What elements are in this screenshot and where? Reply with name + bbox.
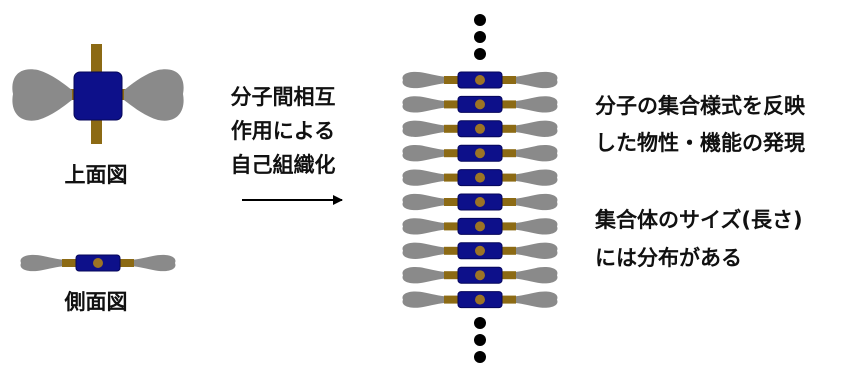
side-view-left-lobe: [20, 254, 68, 272]
properties-line-2: した物性・機能の発現: [595, 131, 805, 155]
top-view-core: [73, 71, 123, 121]
stack-ellipsis-bottom-dot-1: [474, 317, 486, 329]
stack-9-left-lobe: [402, 267, 450, 284]
stack-ellipsis-top-dot-3: [474, 48, 486, 60]
stack-10-right-lobe: [510, 291, 558, 308]
top-view-molecule: [12, 44, 184, 144]
stack-7-left-lobe: [402, 218, 450, 235]
stack-6-right-lobe: [510, 193, 558, 211]
stack-3-molecule: [402, 120, 558, 138]
stack-3-left-lobe: [402, 120, 450, 137]
stack-5-molecule: [402, 169, 558, 187]
side-view-right-lobe: [128, 254, 176, 272]
stack-ellipsis-top-dot-1: [474, 14, 486, 26]
stack-1-molecule: [402, 71, 558, 89]
side-view-molecule: [20, 254, 176, 272]
top-view-left-lobe: [12, 69, 72, 121]
stack-2-left-lobe: [402, 96, 450, 113]
stack-1-center-dot: [475, 75, 485, 85]
stack-10-molecule: [402, 291, 558, 309]
stack-ellipsis-bottom-dot-2: [474, 334, 486, 346]
stack-1-right-lobe: [510, 71, 558, 89]
stack-3-center-dot: [475, 123, 485, 134]
stack-2-center-dot: [475, 99, 485, 110]
stack-9-molecule: [402, 266, 558, 284]
molecular-stack: [402, 14, 558, 363]
distribution-line-1: 集合体のサイズ(長さ): [594, 208, 803, 232]
stack-5-center-dot: [475, 172, 485, 183]
stack-4-left-lobe: [402, 145, 450, 162]
stack-7-molecule: [402, 217, 558, 235]
stack-8-left-lobe: [402, 242, 450, 259]
stack-6-center-dot: [475, 197, 485, 207]
stack-3-right-lobe: [510, 120, 558, 137]
properties-line-1: 分子の集合様式を反映: [595, 94, 806, 118]
side-view-center-dot: [93, 258, 103, 268]
stack-1-left-lobe: [402, 71, 450, 89]
stack-2-molecule: [402, 95, 558, 113]
stack-10-center-dot: [475, 294, 485, 305]
top-view-right-lobe: [124, 69, 184, 121]
stack-9-center-dot: [475, 270, 485, 281]
stack-7-right-lobe: [510, 218, 558, 235]
stack-9-right-lobe: [510, 267, 558, 284]
process-line-3: 自己組織化: [231, 153, 336, 177]
side-view-label: 側面図: [64, 290, 128, 314]
stack-2-right-lobe: [510, 96, 558, 113]
top-view-label: 上面図: [65, 163, 128, 187]
stack-8-molecule: [402, 242, 558, 260]
stack-6-left-lobe: [402, 193, 450, 211]
stack-5-left-lobe: [402, 169, 450, 186]
stack-ellipsis-bottom-dot-3: [474, 351, 486, 363]
process-line-1: 分子間相互: [231, 85, 336, 109]
stack-10-left-lobe: [402, 291, 450, 308]
stack-5-right-lobe: [510, 169, 558, 186]
stack-4-molecule: [402, 144, 558, 162]
stack-4-right-lobe: [510, 145, 558, 162]
side-view-molecule: [20, 254, 176, 272]
stack-4-center-dot: [475, 148, 485, 159]
stack-7-center-dot: [475, 221, 485, 232]
stack-6-molecule: [402, 193, 558, 211]
distribution-line-2: には分布がある: [595, 246, 742, 270]
stack-ellipsis-top-dot-2: [474, 31, 486, 43]
stack-8-center-dot: [475, 245, 485, 256]
stack-8-right-lobe: [510, 242, 558, 259]
process-line-2: 作用による: [231, 119, 335, 143]
